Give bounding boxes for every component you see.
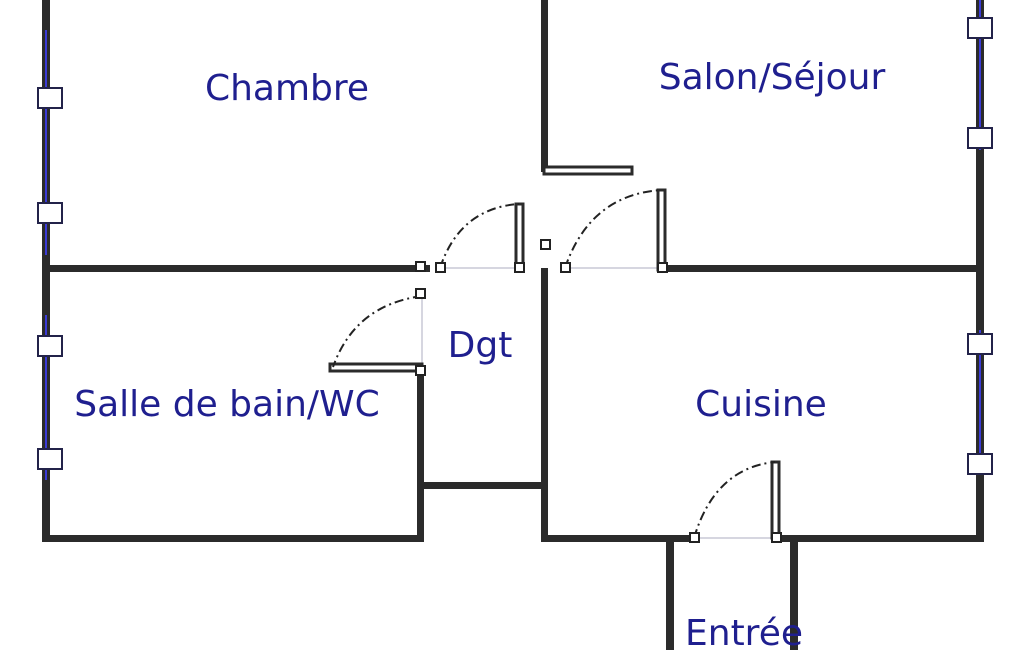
wall-salon-cuisine xyxy=(664,265,984,272)
room-label-salon: Salon/Séjour xyxy=(659,57,886,98)
central-wall-bottom xyxy=(541,268,548,542)
doors xyxy=(328,188,782,543)
window-cuisine-top-box xyxy=(967,333,993,355)
central-wall-top xyxy=(541,0,548,172)
wall-entree-left xyxy=(666,535,674,650)
salon-door-stub xyxy=(542,165,634,176)
windows xyxy=(37,0,993,480)
sdb-door-swing xyxy=(332,295,423,368)
chambre-door-swing xyxy=(439,203,520,269)
window-chambre-top-box xyxy=(37,87,63,109)
room-label-salle-de-bain: Salle de bain/WC xyxy=(74,384,380,425)
room-labels: Chambre Salon/Séjour Dgt Salle de bain/W… xyxy=(74,57,885,650)
salon-door-swing xyxy=(564,189,662,269)
window-sdb-bottom-box xyxy=(37,448,63,470)
cuisine-door-leaf xyxy=(770,460,781,540)
window-sdb-top-box xyxy=(37,335,63,357)
wall-dgt-bottom xyxy=(424,482,548,489)
sdb-door-leaf xyxy=(328,362,424,373)
window-cuisine-bottom-box xyxy=(967,453,993,475)
walls xyxy=(42,0,984,650)
wall-sdb-bottom xyxy=(42,535,424,542)
room-label-cuisine: Cuisine xyxy=(695,384,827,425)
room-label-chambre: Chambre xyxy=(205,68,369,109)
wall-cuisine-bottom-right xyxy=(778,535,984,542)
wall-entree-right xyxy=(790,535,798,650)
cuisine-door-swing xyxy=(693,461,776,539)
chambre-door-leaf xyxy=(514,202,525,272)
wall-sdb-right xyxy=(417,372,424,542)
window-salon-bottom-box xyxy=(967,127,993,149)
wall-chambre-sdb xyxy=(42,265,430,272)
room-label-degagement: Dgt xyxy=(448,325,513,366)
window-chambre-bottom-box xyxy=(37,202,63,224)
wall-cuisine-bottom-left xyxy=(541,535,696,542)
room-label-entree: Entrée xyxy=(685,613,803,650)
window-salon-top-box xyxy=(967,17,993,39)
salon-door-leaf xyxy=(656,188,667,272)
